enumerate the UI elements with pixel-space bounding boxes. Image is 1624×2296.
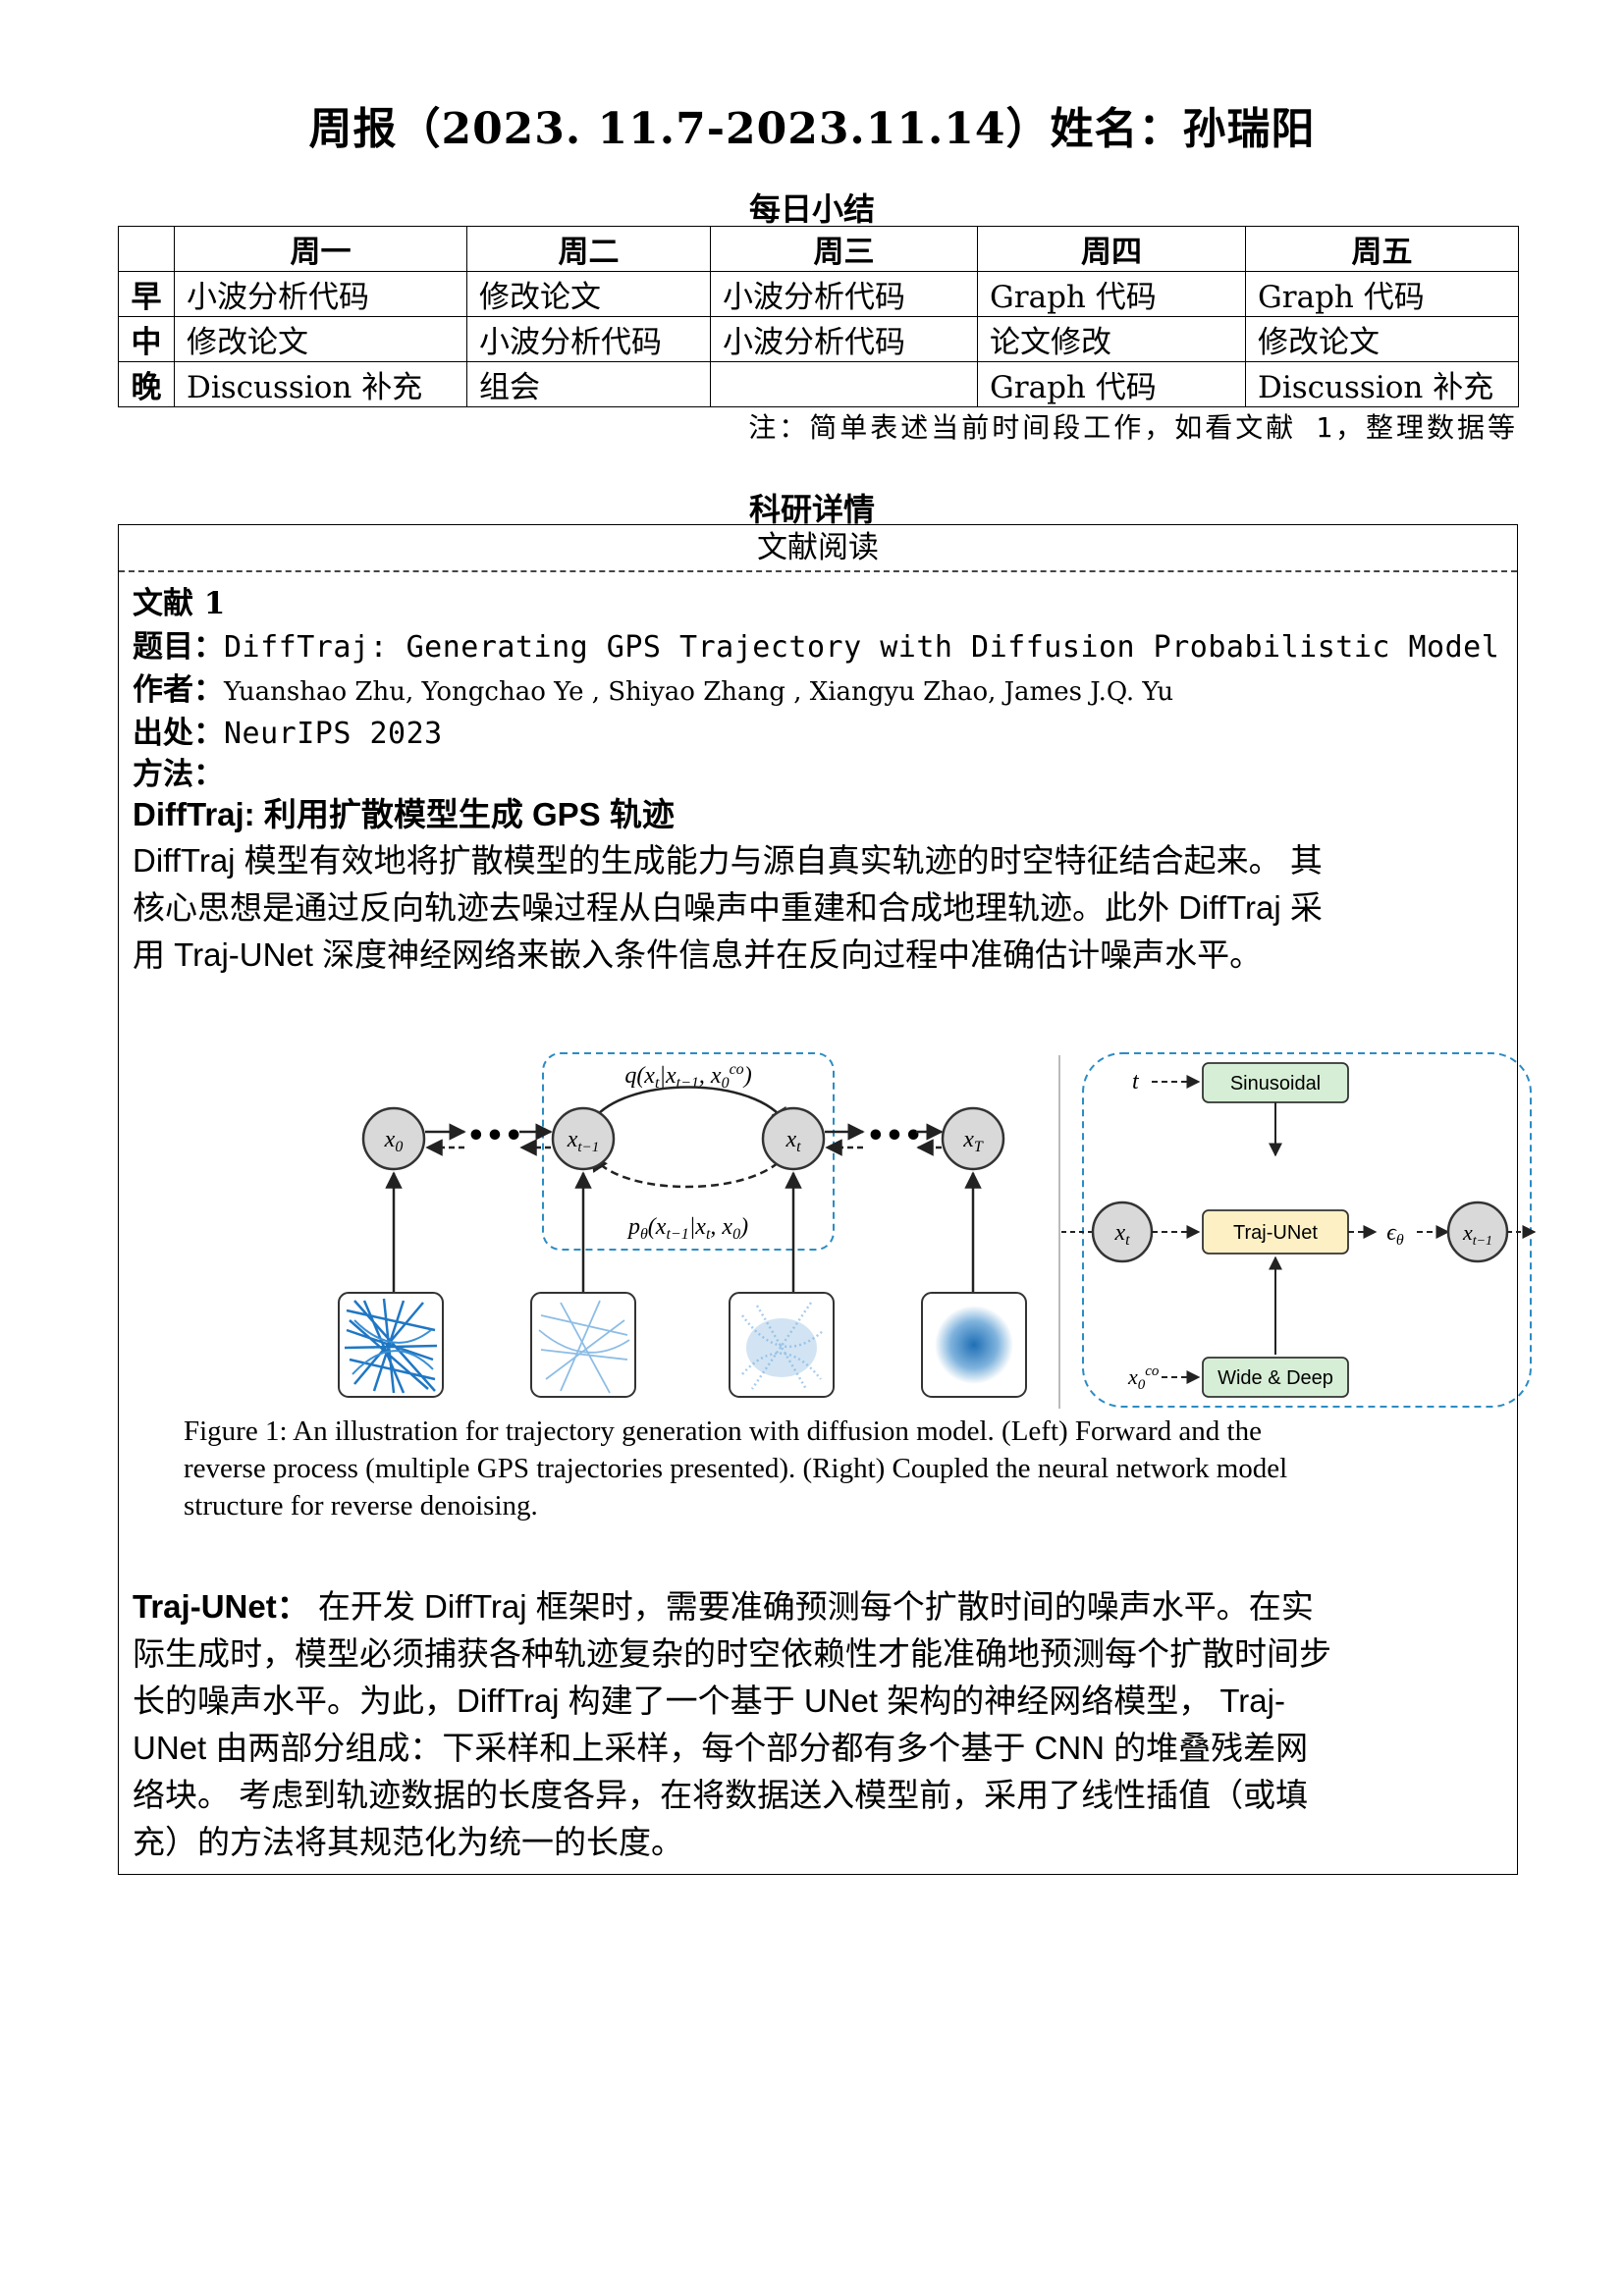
table-cell: 修改论文 — [174, 316, 467, 362]
node-right-xt: xt — [1091, 1201, 1154, 1263]
day-header: 周四 — [977, 226, 1246, 272]
table-cell — [710, 361, 978, 407]
table-cell: 论文修改 — [977, 316, 1246, 362]
node-xT: xT — [941, 1106, 1005, 1171]
table-cell: 小波分析代码 — [466, 316, 711, 362]
traj-unet-label: Traj-UNet — [1233, 1222, 1318, 1244]
paragraph-line: DiffTraj 模型有效地将扩散模型的生成能力与源自真实轨迹的时空特征结合起来… — [133, 842, 1323, 879]
method-paragraph: DiffTraj 模型有效地将扩散模型的生成能力与源自真实轨迹的时空特征结合起来… — [133, 837, 1507, 979]
node-x0: x0 — [361, 1106, 426, 1171]
difftraj-figure: q(xt|xt−1, x0co) pθ(xt−1|xt, x0) x0 xt−1… — [338, 1052, 1537, 1409]
day-header: 周三 — [710, 226, 978, 272]
wide-deep-block — [1202, 1357, 1349, 1398]
paragraph-line: 际生成时，模型必须捕获各种轨迹复杂的时空依赖性才能准确地预测每个扩散时间步 — [133, 1635, 1331, 1672]
reverse-label: pθ(xt−1|xt, x0) — [626, 1214, 748, 1243]
daily-summary-label: 每日小结 — [748, 190, 875, 228]
day-header: 周一 — [174, 226, 467, 272]
epsilon-label: ϵθ — [1386, 1220, 1404, 1249]
paragraph-line: 核心思想是通过反向轨迹去噪过程从白噪声中重建和合成地理轨迹。此外 DiffTra… — [133, 889, 1323, 926]
title-label: 题目： — [133, 629, 224, 665]
trajectory-image-light — [530, 1292, 636, 1398]
paragraph-line: 充）的方法将其规范化为统一的长度。 — [133, 1824, 683, 1860]
table-cell: 修改论文 — [1245, 316, 1519, 362]
table-row: 早 小波分析代码 修改论文 小波分析代码 Graph 代码 Graph 代码 — [118, 271, 1519, 317]
table-cell: 小波分析代码 — [174, 271, 467, 317]
paragraph-line: 用 Traj-UNet 深度神经网络来嵌入条件信息并在反向过程中准确估计噪声水平… — [133, 936, 1263, 973]
svg-text:•••: ••• — [466, 1119, 523, 1153]
authors-label: 作者： — [133, 672, 224, 708]
paragraph-line: 络块。 考虑到轨迹数据的长度各异，在将数据送入模型前，采用了线性插值（或填 — [133, 1777, 1309, 1813]
table-cell: 小波分析代码 — [710, 316, 978, 362]
time-slot-label: 中 — [118, 316, 175, 362]
trajectory-image-noisy — [729, 1292, 835, 1398]
table-note: 注：简单表述当前时间段工作，如看文献 1，整理数据等 — [748, 411, 1518, 444]
table-cell: 组会 — [466, 361, 711, 407]
table-row: 中 修改论文 小波分析代码 小波分析代码 论文修改 修改论文 — [118, 316, 1519, 362]
node-xt: xt — [761, 1106, 826, 1171]
traj-unet-term: Traj-UNet： — [133, 1588, 309, 1625]
table-corner-cell — [118, 226, 175, 272]
condition-label: x0co — [1127, 1363, 1160, 1393]
table-cell: Discussion 补充 — [1245, 361, 1519, 407]
t-label: t — [1132, 1069, 1140, 1095]
paragraph-line: UNet 由两部分组成：下采样和上采样，每个部分都有多个基于 CNN 的堆叠残差… — [133, 1730, 1309, 1766]
paper-title-line: 题目：DiffTraj: Generating GPS Trajectory w… — [133, 621, 1499, 666]
table-row: 晚 Discussion 补充 组会 Graph 代码 Discussion 补… — [118, 361, 1519, 407]
caption-line: structure for reverse denoising. — [184, 1490, 538, 1522]
trajectory-image-noise — [921, 1292, 1027, 1398]
svg-text:xt−1: xt−1 — [567, 1127, 599, 1155]
table-cell: Discussion 补充 — [174, 361, 467, 407]
time-slot-label: 晚 — [118, 361, 175, 407]
day-header: 周二 — [466, 226, 711, 272]
table-cell: Graph 代码 — [977, 271, 1246, 317]
table-cell: 小波分析代码 — [710, 271, 978, 317]
paragraph-line: Traj-UNet： 在开发 DiffTraj 框架时，需要准确预测每个扩散时间… — [133, 1588, 1314, 1625]
sinusoidal-label: Sinusoidal — [1230, 1073, 1321, 1095]
method-title: DiffTraj: 利用扩散模型生成 GPS 轨迹 — [133, 796, 675, 832]
paper-authors: Yuanshao Zhu, Yongchao Ye , Shiyao Zhang… — [224, 677, 1174, 707]
caption-line: reverse process (multiple GPS trajectori… — [184, 1453, 1288, 1484]
paper-venue-line: 出处：NeurIPS 2023 — [133, 708, 443, 752]
svg-text:•••: ••• — [866, 1119, 923, 1153]
wide-deep-label: Wide & Deep — [1218, 1367, 1333, 1389]
trajectory-image-dense — [338, 1292, 444, 1398]
table-header-row: 周一 周二 周三 周四 周五 — [118, 226, 1519, 272]
paragraph-line: 长的噪声水平。为此，DiffTraj 构建了一个基于 UNet 架构的神经网络模… — [133, 1682, 1285, 1719]
venue-label: 出处： — [133, 716, 224, 751]
time-slot-label: 早 — [118, 271, 175, 317]
research-details-label: 科研详情 — [748, 491, 875, 528]
method-label: 方法： — [133, 757, 224, 792]
page-title: 周报（2023. 11.7-2023.11.14）姓名：孙瑞阳 — [308, 104, 1316, 154]
literature-reading-heading: 文献阅读 — [119, 525, 1517, 572]
daily-summary-table: 周一 周二 周三 周四 周五 早 小波分析代码 修改论文 小波分析代码 Grap… — [118, 226, 1519, 407]
paper-title: DiffTraj: Generating GPS Trajectory with… — [224, 630, 1500, 665]
table-cell: Graph 代码 — [1245, 271, 1519, 317]
day-header: 周五 — [1245, 226, 1519, 272]
caption-line: Figure 1: An illustration for trajectory… — [184, 1415, 1262, 1447]
table-cell: 修改论文 — [466, 271, 711, 317]
paper-authors-line: 作者：Yuanshao Zhu, Yongchao Ye , Shiyao Zh… — [133, 665, 1173, 709]
table-cell: Graph 代码 — [977, 361, 1246, 407]
paper-number: 文献 1 — [133, 586, 226, 621]
node-xt-1: xt−1 — [551, 1106, 616, 1171]
research-details-box: 文献阅读 文献 1 题目：DiffTraj: Generating GPS Tr… — [118, 524, 1537, 1875]
traj-unet-paragraph: Traj-UNet： 在开发 DiffTraj 框架时，需要准确预测每个扩散时间… — [133, 1583, 1507, 1866]
figure-caption: Figure 1: An illustration for trajectory… — [184, 1413, 1499, 1524]
node-right-xt-1: xt−1 — [1446, 1201, 1509, 1263]
paper-venue: NeurIPS 2023 — [224, 717, 443, 751]
